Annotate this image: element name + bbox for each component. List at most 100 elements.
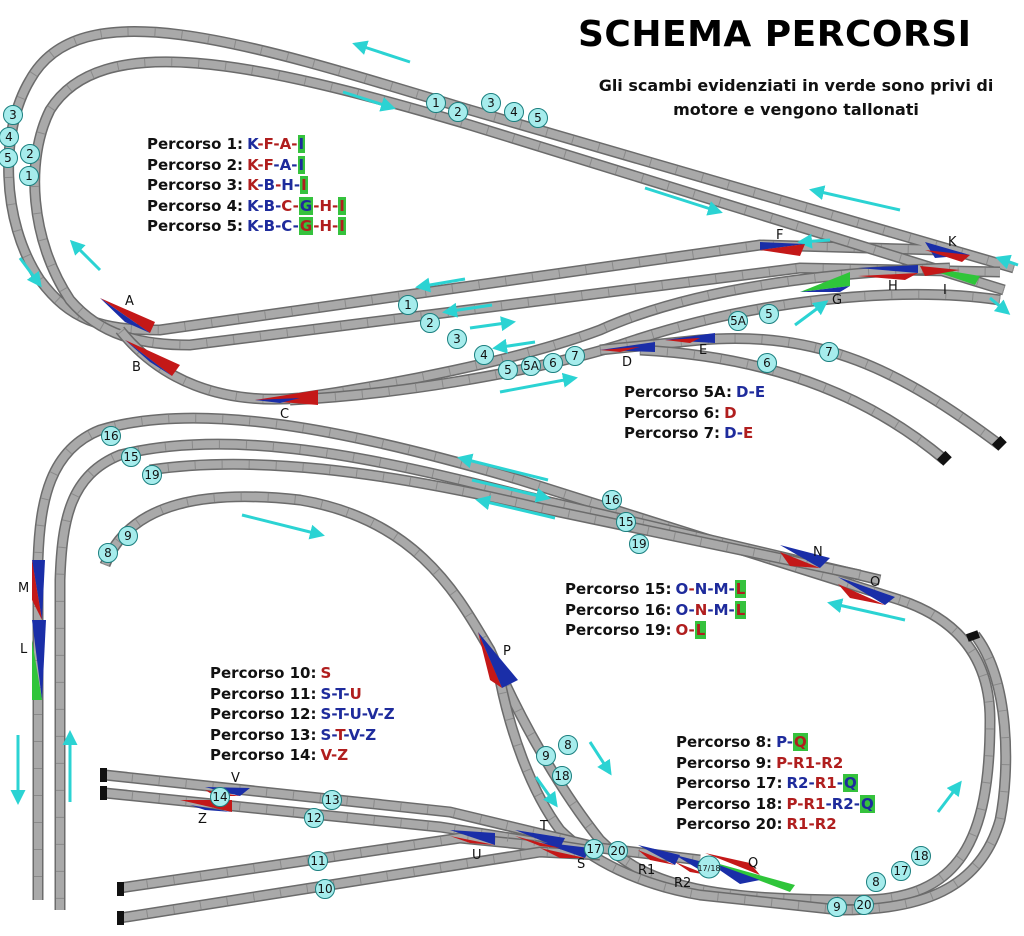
route-switch-code: - — [808, 815, 815, 833]
route-badge-label: 6 — [549, 356, 557, 370]
switch-marker — [32, 560, 42, 620]
switch-marker — [125, 340, 172, 376]
switch-marker — [600, 347, 640, 352]
route-name: Percorso 9: — [676, 753, 773, 772]
route-switch-code: - — [707, 600, 714, 619]
route-legend-row: Percorso 13:S-T-V-Z — [210, 725, 395, 746]
route-badge-circle — [866, 872, 886, 892]
route-badge-circle — [98, 543, 118, 563]
switch-marker — [450, 830, 495, 845]
route-switch-code: - — [786, 753, 794, 772]
direction-arrow — [471, 478, 551, 503]
route-badge: 9 — [118, 526, 138, 546]
track-upper-middle — [29, 56, 1006, 351]
route-badge: 1 — [426, 93, 446, 113]
route-switch-code: - — [825, 794, 832, 813]
route-switch-code: N — [694, 580, 708, 598]
route-badge-label: 2 — [426, 316, 434, 330]
switch-marker — [125, 340, 180, 376]
route-switch-code: U — [349, 705, 362, 723]
route-badge: 4 — [504, 102, 524, 122]
route-switch-code: V — [320, 746, 332, 764]
route-badge-label: 16 — [604, 493, 619, 507]
route-switch-code: P — [776, 733, 787, 751]
route-legend-row: Percorso 14:V-Z — [210, 745, 395, 766]
direction-arrow — [352, 40, 411, 64]
route-switch-code: R1 — [786, 815, 809, 833]
route-switch-code: - — [343, 705, 350, 723]
route-badge: 19 — [142, 465, 162, 485]
route-badge: 3 — [3, 105, 23, 125]
track-lower-outer — [32, 412, 902, 900]
route-badge: 19 — [629, 534, 649, 554]
route-badge: 5 — [759, 304, 779, 324]
route-badge-circle — [398, 295, 418, 315]
route-switch-code: H — [319, 196, 332, 215]
route-badge: 2 — [20, 144, 40, 164]
route-switch-code: L — [734, 580, 747, 598]
route-switch-code: Q — [842, 774, 858, 792]
route-badge: 5A — [728, 311, 748, 331]
route-switch-code: - — [707, 580, 714, 598]
track-sleepers — [4, 27, 1016, 335]
direction-arrow — [989, 296, 1011, 315]
route-sequence: P-R1-R2 — [776, 754, 843, 772]
route-badge-circle — [20, 144, 40, 164]
route-badge: 3 — [481, 93, 501, 113]
switch-label: H — [888, 279, 898, 294]
route-switch-code: - — [736, 424, 744, 442]
route-switch-code: K — [247, 155, 258, 174]
route-badge-label: 1 — [25, 169, 33, 183]
route-switch-code: Z — [337, 746, 349, 764]
route-badge: 9 — [827, 897, 847, 917]
route-switch-code: - — [688, 600, 695, 619]
direction-arrow — [499, 372, 578, 394]
buffer-stops — [100, 435, 1007, 925]
route-badge-circle — [118, 526, 138, 546]
route-badge: 20 — [854, 895, 874, 915]
switch-label: N — [813, 545, 823, 560]
route-badge: 1 — [398, 295, 418, 315]
route-legend-row: Percorso 4:K-B-C-G-H-I — [147, 196, 346, 217]
route-badge-label: 9 — [124, 529, 132, 543]
route-badge-label: 17 — [893, 864, 908, 878]
route-switch-code: P — [776, 753, 787, 772]
route-badge-circle — [558, 735, 578, 755]
switch-marker — [540, 848, 585, 858]
route-badge-circle — [552, 766, 572, 786]
route-sequence: O-N-M-L — [676, 580, 747, 598]
route-switch-code: - — [332, 196, 339, 215]
route-badge-circle — [629, 534, 649, 554]
track-lower-middle — [54, 438, 882, 910]
route-badge-label: 7 — [571, 349, 579, 363]
route-switch-code: A — [279, 155, 292, 174]
route-badge: 2 — [420, 313, 440, 333]
tracks — [3, 25, 1016, 924]
switch-label: D — [622, 355, 632, 370]
route-legend-row: Percorso 6:D — [624, 403, 765, 424]
route-badge: 18 — [552, 766, 572, 786]
route-badge-label: 17/18 — [697, 864, 720, 873]
route-switch-code: - — [293, 176, 301, 194]
route-badge-circle — [0, 127, 19, 147]
route-badge-circle — [911, 846, 931, 866]
route-switch-code: - — [291, 155, 298, 174]
route-badge-circle — [315, 879, 335, 899]
route-badge-circle — [827, 897, 847, 917]
route-badge-circle — [616, 512, 636, 532]
route-legend-row: Percorso 5A:D-E — [624, 382, 765, 403]
route-switch-code: P — [786, 794, 798, 813]
direction-arrow — [936, 780, 962, 813]
route-name: Percorso 13: — [210, 725, 317, 744]
switch-label: O — [870, 575, 880, 590]
route-switch-code: R1 — [814, 774, 837, 792]
route-badge: 5 — [528, 108, 548, 128]
route-badge-label: 4 — [510, 105, 518, 119]
route-sequence: P-R1-R2-Q — [786, 794, 875, 813]
route-badge-label: 3 — [453, 332, 461, 346]
route-badge-circle — [565, 346, 585, 366]
switch-marker — [760, 244, 805, 256]
route-legend-row: Percorso 16:O-N-M-L — [565, 600, 747, 621]
route-badge-circle — [142, 465, 162, 485]
